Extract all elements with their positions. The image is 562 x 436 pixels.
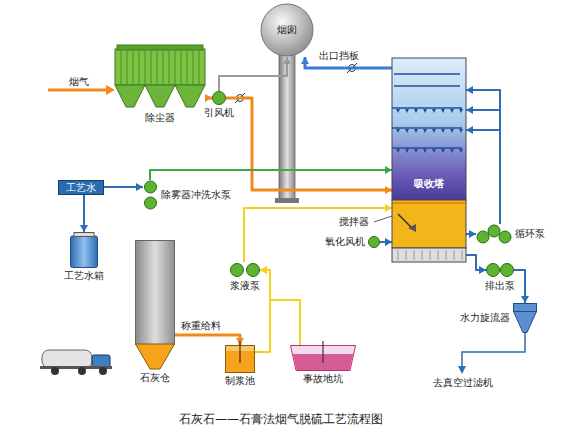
equipment-shape [143,180,158,210]
arrow-head [260,266,267,274]
equipment-node: 工艺水 [58,180,104,195]
equipment-node: 浆液泵 [230,262,260,278]
pipe-connector [205,94,212,102]
equipment-node: 工艺水箱 [70,232,98,268]
pipe-connector [244,204,392,262]
equipment-label: 制浆池 [225,375,255,387]
arrow-head [283,57,291,64]
equipment-label: 烟囱 [277,24,297,36]
pipe-connector [255,266,270,352]
pipe-label: 出口挡板 [318,50,360,62]
pipe-line [175,335,240,345]
pipe-connector [260,266,300,345]
pipe-connector [150,166,392,180]
equipment-label: 工艺水 [66,182,96,194]
equipment-node: 事故地坑 [290,345,356,371]
equipment-shape [212,91,226,105]
equipment-shape [513,303,537,333]
equipment-shape [225,345,255,373]
arrow-head [385,166,392,174]
equipment-node: 除尘器 [115,45,205,110]
equipment-shape [476,224,512,244]
equipment-shape [290,345,356,371]
equipment-shape [115,45,205,110]
annotation-label: 搅拌器 [338,216,370,228]
pipe-connector [466,255,486,274]
pipe-line [150,170,392,180]
equipment-node: 烟囱 [260,3,314,57]
arrow-head [136,183,143,191]
equipment-node: 石灰仓 [135,240,175,370]
equipment-node: 循环泵 [476,224,512,244]
pipe-connector [514,270,529,303]
figure-caption: 石灰石——石膏法烟气脱硫工艺流程图 [179,412,383,426]
equipment-label: 浆液泵 [230,280,260,292]
equipment-node: 排出泵 [486,262,514,278]
pipe-connector [226,98,392,194]
pipe-connector [219,57,291,91]
equipment-node: 除雾器冲洗水泵 [143,180,158,210]
equipment-node: 水力旋流器 [513,303,537,333]
equipment-node: 吸收塔 [392,58,466,262]
equipment-label: 引风机 [204,107,234,119]
pipe-line [244,208,392,262]
equipment-label: 石灰仓 [140,372,170,384]
arrow-head [385,186,392,194]
arrow-head [469,230,476,238]
equipment-node: 制浆池 [225,345,255,373]
arrow-head [80,225,88,232]
pipe-line [466,255,486,270]
annotation-label: 烟气 [68,76,90,88]
arrow-head [385,238,392,246]
equipment-shape [230,262,260,278]
equipment-label: 水力旋流器 [460,312,510,324]
pipe-connector [80,195,88,232]
equipment-shape [70,232,98,268]
equipment-shape [135,240,175,370]
pipe-connector [466,106,500,224]
equipment-shape [368,236,380,248]
equipment-label: 循环泵 [515,228,545,240]
pipe-line [466,110,500,224]
arrow-head [479,266,486,274]
pipe-line [219,57,287,91]
equipment-shape [392,58,466,262]
equipment-label: 排出泵 [485,280,515,292]
pipe-line [226,98,392,190]
arrow-head [301,57,309,64]
arrow-head [385,204,392,212]
pipe-connector [380,238,392,246]
equipment-node: 氧化风机 [368,236,380,248]
arrow-head [205,94,212,102]
equipment-label: 吸收塔 [414,178,444,190]
pipe-line [260,270,300,345]
pipe-connector [175,335,244,345]
annotation-label: 称重给料 [180,320,222,332]
equipment-label: 氧化风机 [325,236,365,248]
arrow-head [260,266,267,274]
equipment-label: 除尘器 [145,112,175,124]
annotation-label: 去真空过滤机 [432,377,494,389]
equipment-node: 引风机 [212,91,226,105]
pipe-connector [104,183,143,191]
equipment-label: 除雾器冲洗水泵 [161,189,231,201]
pipe-connector [466,230,476,238]
equipment-shape [486,262,514,278]
equipment-label: 工艺水箱 [64,270,104,282]
arrow-head [521,296,529,303]
equipment-label: 事故地坑 [303,373,343,385]
arrow-head [466,106,473,114]
